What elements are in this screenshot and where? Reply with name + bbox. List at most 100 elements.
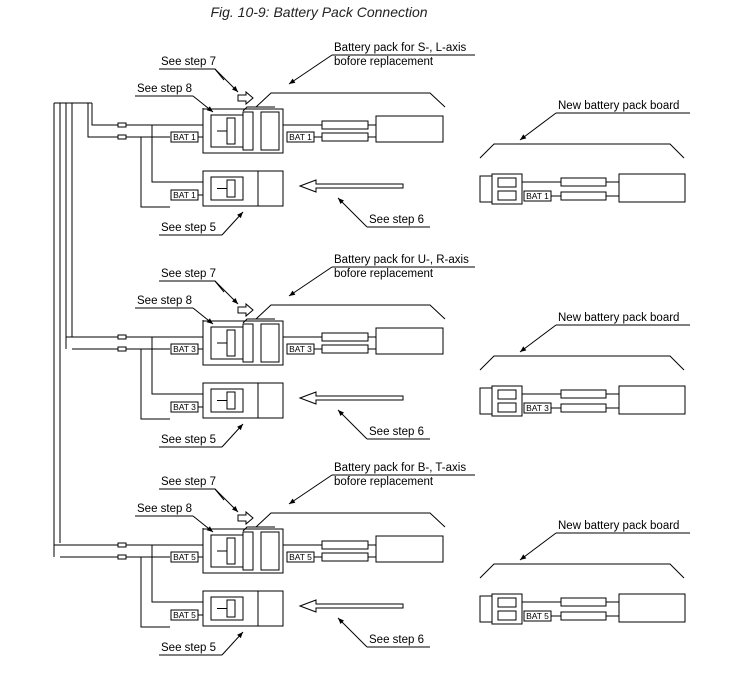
- direction-arrow-icon: [237, 510, 254, 526]
- see-step-6-leader: [337, 617, 368, 648]
- new-connector-pin: [497, 389, 517, 400]
- see-step-8-label: See step 8: [137, 83, 192, 95]
- leader-arrowhead: [237, 212, 243, 219]
- old-board-outline: [255, 304, 446, 320]
- leader-arrowhead: [289, 78, 296, 84]
- see-step-8-label: See step 8: [137, 295, 192, 307]
- main-cable-bundle: [53, 102, 92, 557]
- leader-arrowhead: [237, 424, 243, 431]
- bat-tag: BAT 1: [170, 131, 199, 143]
- cable-wire: [151, 337, 205, 395]
- bat-tag-label: BAT 1: [289, 132, 312, 142]
- leader-line: [159, 68, 225, 81]
- bat-tag-label: BAT 3: [173, 344, 196, 354]
- battery-cell: [560, 191, 607, 201]
- battery-cell: [560, 389, 607, 399]
- new-board-leader: [519, 112, 557, 141]
- leader-arrowhead: [206, 526, 213, 532]
- cable-connector: [117, 542, 127, 548]
- new-board-label: New battery pack board: [558, 312, 679, 324]
- leader-line: [159, 280, 225, 293]
- bat-tag: BAT 3: [170, 343, 199, 355]
- direction-arrow-icon: [237, 302, 254, 318]
- battery-cell: [321, 540, 369, 550]
- see-step-6-leader: [337, 197, 368, 228]
- connector-housing: [260, 531, 280, 571]
- bat-tag: BAT 5: [523, 610, 552, 622]
- bat-tag-label: BAT 1: [526, 191, 549, 201]
- pack-title-label: Battery pack for S-, L-axis: [334, 42, 467, 54]
- connector-latch: [226, 537, 236, 565]
- connector-clip: [242, 318, 275, 324]
- connector-latch: [226, 391, 236, 410]
- new-connector-pin: [497, 190, 517, 201]
- connector-latch: [226, 179, 236, 198]
- bat-tag: BAT 1: [523, 190, 552, 202]
- cable-wire: [151, 545, 205, 603]
- connector-latch: [226, 117, 236, 145]
- connector-latch: [226, 329, 236, 357]
- new-board-label: New battery pack board: [558, 100, 679, 112]
- leader-arrowhead: [520, 134, 527, 140]
- see-step-7-label: See step 7: [161, 476, 216, 488]
- cable-connector: [117, 334, 127, 340]
- connector-clip: [242, 526, 275, 532]
- battery-cell: [321, 552, 369, 562]
- cable-wire: [140, 349, 170, 420]
- connector-latch: [226, 599, 236, 618]
- battery-cell: [560, 177, 607, 187]
- before-replacement-label: bofore replacement: [334, 476, 434, 488]
- battery-cell: [560, 597, 607, 607]
- see-step-7-label: See step 7: [161, 56, 216, 68]
- cable-wire: [91, 103, 118, 126]
- new-board-outline: [479, 355, 685, 371]
- battery-connector: [202, 318, 284, 366]
- connector-socket: [242, 111, 254, 151]
- leader-arrowhead: [206, 318, 213, 324]
- see-step-5-label: See step 5: [161, 642, 216, 654]
- pack-title-leader: [288, 266, 333, 297]
- battery-section: BAT 1 BAT 1 BAT 1 See step 7 See step 8 Batte…: [87, 42, 690, 236]
- leader-arrowhead: [338, 410, 345, 417]
- new-connector-pin: [497, 597, 517, 608]
- cable-wire: [140, 557, 170, 628]
- new-connector-end: [479, 175, 493, 203]
- cable-wire: [151, 125, 205, 183]
- battery-cell: [321, 120, 369, 130]
- battery-pack-board: [618, 385, 686, 415]
- pack-title-label: Battery pack for B-, T-axis: [334, 462, 466, 474]
- leader-arrowhead: [520, 346, 527, 352]
- leader-arrowhead: [231, 297, 238, 304]
- battery-cell: [321, 332, 369, 342]
- bat-tag: BAT 1: [170, 189, 199, 201]
- battery-cell: [321, 344, 369, 354]
- old-board-outline: [255, 512, 446, 528]
- new-board-outline: [479, 563, 685, 579]
- cable-connector: [117, 346, 127, 352]
- cable-connector: [117, 134, 127, 140]
- bat-tag-label: BAT 3: [173, 402, 196, 412]
- see-step-5-label: See step 5: [161, 434, 216, 446]
- before-replacement-label: bofore replacement: [334, 56, 434, 68]
- battery-pack-board: [375, 327, 444, 355]
- leader-arrowhead: [289, 498, 296, 504]
- cable-wire: [140, 137, 170, 208]
- new-board-leader: [519, 532, 557, 561]
- bat-tag-label: BAT 3: [289, 344, 312, 354]
- direction-arrow-icon: [237, 90, 254, 106]
- bat-tag: BAT 3: [170, 401, 199, 413]
- bat-tag-label: BAT 5: [173, 610, 196, 620]
- new-connector-pin: [497, 610, 517, 621]
- battery-pack-board: [375, 115, 444, 143]
- new-connector-end: [479, 387, 493, 415]
- battery-cell: [560, 611, 607, 621]
- insert-arrow: [298, 391, 404, 405]
- bat-tag-label: BAT 1: [173, 132, 196, 142]
- connector-housing: [260, 323, 280, 363]
- new-board-leader: [519, 324, 557, 353]
- cable-wire: [87, 103, 118, 138]
- old-board-outline: [255, 92, 446, 108]
